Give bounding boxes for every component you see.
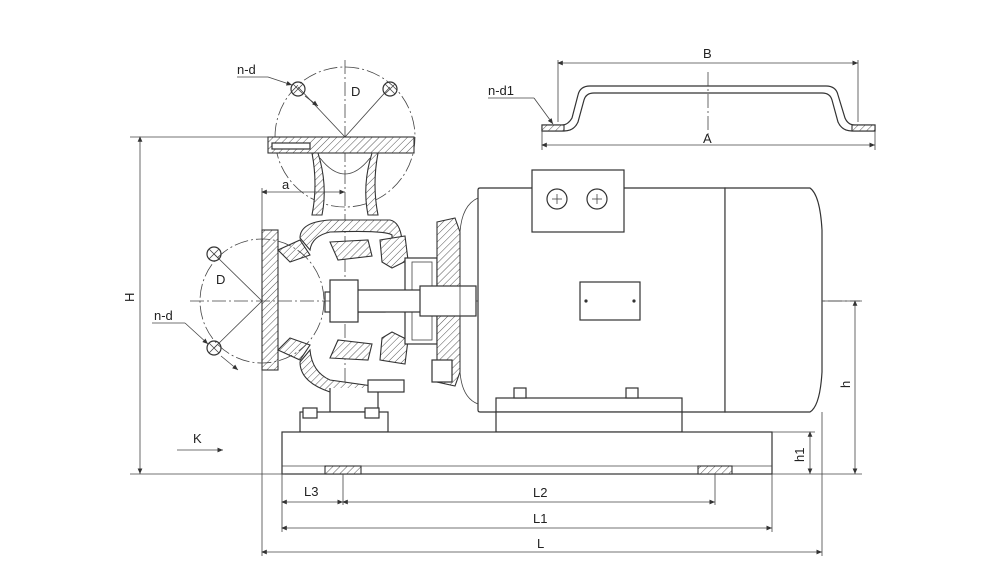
label-A: A <box>703 131 712 146</box>
label-K: K <box>193 431 202 446</box>
base-bracket-inset <box>488 60 876 150</box>
outlet-flange <box>237 60 416 430</box>
label-n-d-top: n-d <box>237 62 256 77</box>
label-D-top: D <box>351 84 360 99</box>
motor <box>459 169 823 433</box>
shaft <box>329 279 477 323</box>
baseplate <box>281 431 773 475</box>
dimension-lines <box>130 136 862 556</box>
pump-casing <box>261 217 461 433</box>
label-L: L <box>537 536 544 551</box>
label-L1: L1 <box>533 511 547 526</box>
label-D-left: D <box>216 272 225 287</box>
label-n-d-left: n-d <box>154 308 173 323</box>
inlet-flange-bolt-circle <box>152 238 325 371</box>
label-L2: L2 <box>533 485 547 500</box>
label-h: h <box>838 381 853 388</box>
label-a: a <box>282 177 290 192</box>
label-B: B <box>703 46 712 61</box>
label-H: H <box>122 293 137 302</box>
label-n-d1: n-d1 <box>488 83 514 98</box>
label-L3: L3 <box>304 484 318 499</box>
label-h1: h1 <box>792 448 807 462</box>
